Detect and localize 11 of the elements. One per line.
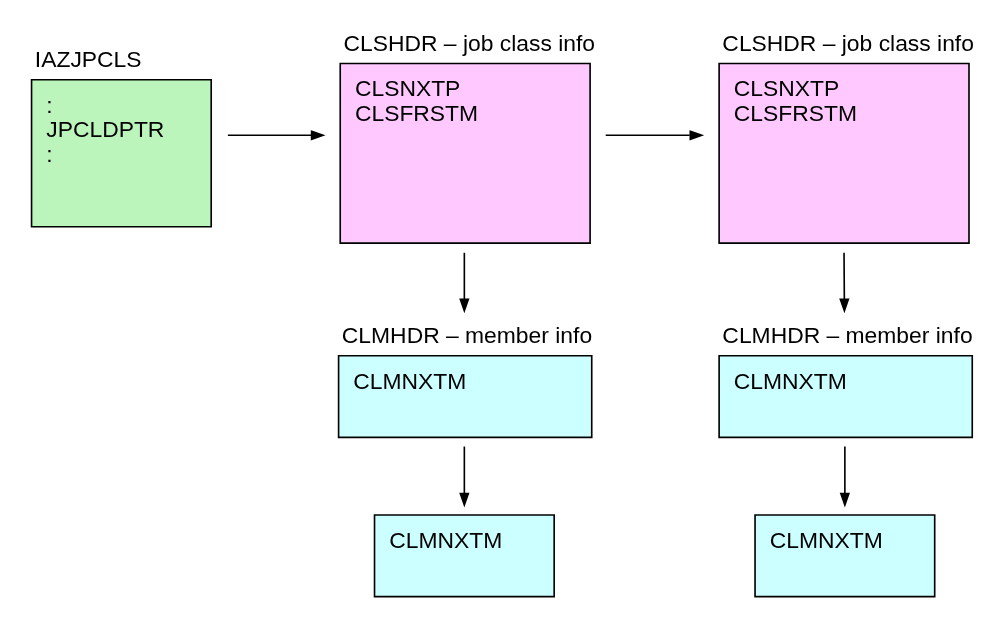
arrow bbox=[839, 251, 850, 314]
arrow bbox=[459, 445, 470, 508]
arrow bbox=[459, 251, 470, 314]
node-label: IAZJPCLS bbox=[34, 46, 142, 73]
node-label: CLSHDR – job class info bbox=[722, 29, 974, 56]
arrow bbox=[227, 130, 326, 141]
node-label: CLMHDR – member info bbox=[722, 322, 973, 349]
arrow bbox=[604, 130, 705, 141]
arrow bbox=[839, 445, 850, 508]
node-label: CLSHDR – job class info bbox=[343, 29, 596, 56]
node-label: CLMHDR – member info bbox=[341, 322, 593, 349]
